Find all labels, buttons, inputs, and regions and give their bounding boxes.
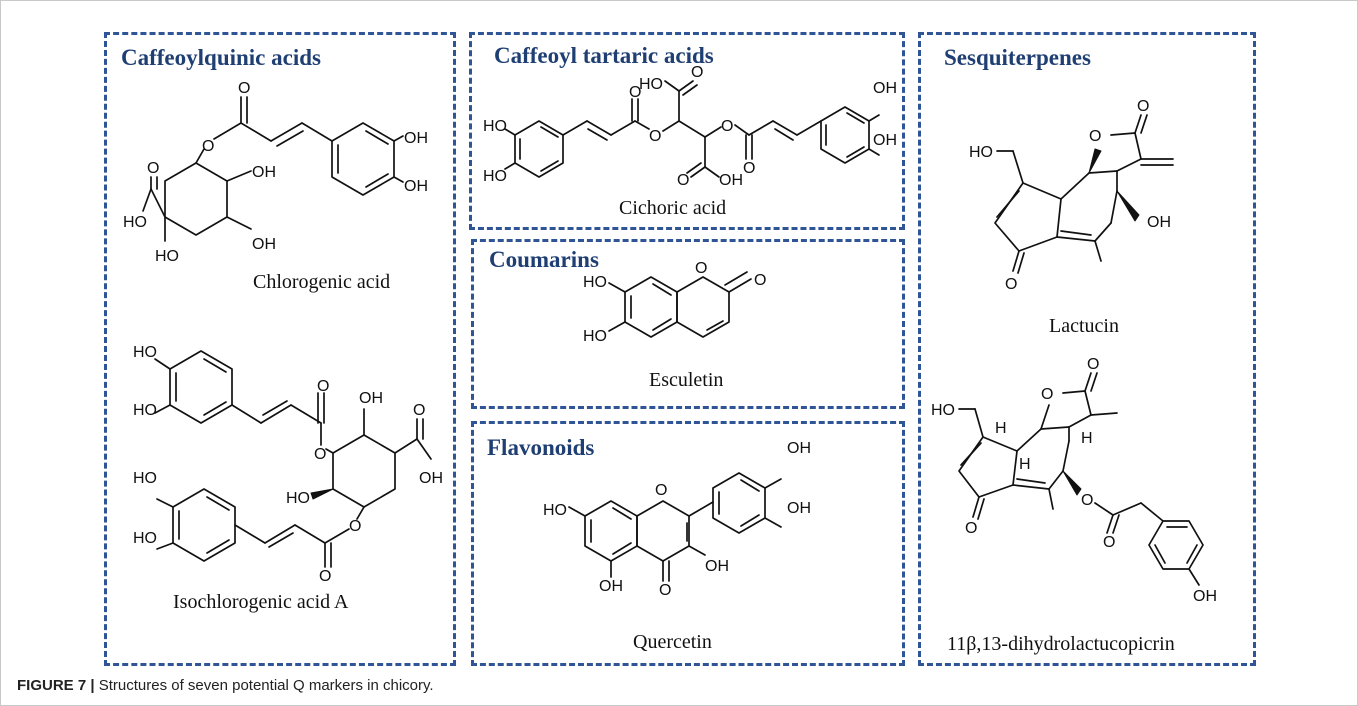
o-label: O [695,260,707,277]
o-label: O [721,118,733,135]
panel-coumarins [471,239,905,409]
oh-label: OH [873,80,897,97]
ho-label: HO [583,274,607,291]
o-label: O [1103,534,1115,551]
ho-label: HO [133,530,157,547]
oh-label: OH [404,178,428,195]
o-label: O [677,172,689,189]
ho-label: HO [123,214,147,231]
h-label: H [995,420,1007,437]
compound-name-dihydrolactucopicrin: 11β,13-dihydrolactucopicrin [947,633,1175,655]
o-label: O [649,128,661,145]
ho-label: HO [483,118,507,135]
o-label: O [202,138,214,155]
h-label: H [1019,456,1031,473]
o-label: O [1087,356,1099,373]
isochlorogenic-acid-a-structure: HO HO O O OH O OH HO O O [133,344,443,585]
o-label: O [1005,276,1017,293]
esculetin-structure: O O HO HO [583,260,766,345]
o-label: O [314,446,326,463]
panel-title-caffeoylquinic: Caffeoylquinic acids [121,45,321,70]
oh-label: OH [787,500,811,517]
quercetin-structure: HO OH O O OH OH OH [543,440,811,599]
h-label: H [1081,430,1093,447]
oh-label: OH [1193,588,1217,605]
compound-name-quercetin: Quercetin [633,631,712,653]
ho-label: HO [155,248,179,265]
o-label: O [743,160,755,177]
oh-label: OH [404,130,428,147]
o-label: O [965,520,977,537]
caption-text: Structures of seven potential Q markers … [94,677,434,694]
o-label: O [1089,128,1101,145]
oh-label: OH [705,558,729,575]
oh-label: OH [787,440,811,457]
panel-title-sesquiterpenes: Sesquiterpenes [944,45,1091,70]
lactucin-structure: HO O O O OH [969,98,1174,293]
ho-label: HO [969,144,993,161]
panel-caffeoyl-tartaric-acids [469,32,905,230]
o-label: O [147,160,159,177]
o-label: O [1081,492,1093,509]
oh-label: OH [1147,214,1171,231]
oh-label: OH [359,390,383,407]
ho-label: HO [133,470,157,487]
panel-flavonoids [471,421,905,666]
o-label: O [319,568,331,585]
compound-name-chlorogenic-acid: Chlorogenic acid [253,271,391,293]
ho-label: HO [543,502,567,519]
panel-title-flavonoids: Flavonoids [487,435,595,460]
o-label: O [754,272,766,289]
panel-title-caffeoyl-tartaric: Caffeoyl tartaric acids [494,43,714,68]
oh-label: OH [873,132,897,149]
o-label: O [349,518,361,535]
compound-name-lactucin: Lactucin [1049,315,1119,337]
o-label: O [659,582,671,599]
o-label: O [1137,98,1149,115]
oh-label: OH [252,236,276,253]
o-label: O [655,482,667,499]
ho-label: HO [639,76,663,93]
ho-label: HO [931,402,955,419]
chlorogenic-acid-structure: OH OH O O OH OH O HO HO [123,80,428,265]
oh-label: OH [719,172,743,189]
oh-label: OH [252,164,276,181]
compound-name-isochlorogenic-acid-a: Isochlorogenic acid A [173,591,349,613]
ho-label: HO [286,490,310,507]
ho-label: HO [133,344,157,361]
ho-label: HO [583,328,607,345]
panel-caffeoylquinic-acids [104,32,456,666]
ho-label: HO [133,402,157,419]
o-label: O [629,84,641,101]
ho-label: HO [483,168,507,185]
o-label: O [317,378,329,395]
panel-sesquiterpenes [918,32,1256,666]
o-label: O [238,80,250,97]
compound-name-cichoric-acid: Cichoric acid [619,197,727,219]
figure-label: FIGURE 7 | [17,677,95,694]
dihydrolactucopicrin-structure: HO O H H H O O O O [931,356,1217,605]
compound-name-esculetin: Esculetin [649,369,724,391]
o-label: O [691,64,703,81]
figure-caption: FIGURE 7 | Structures of seven potential… [17,677,434,694]
o-label: O [413,402,425,419]
panel-title-coumarins: Coumarins [489,247,599,272]
cichoric-acid-structure: HO HO O O HO O O OH O O [483,64,897,189]
o-label: O [1041,386,1053,403]
oh-label: OH [419,470,443,487]
oh-label: OH [599,578,623,595]
